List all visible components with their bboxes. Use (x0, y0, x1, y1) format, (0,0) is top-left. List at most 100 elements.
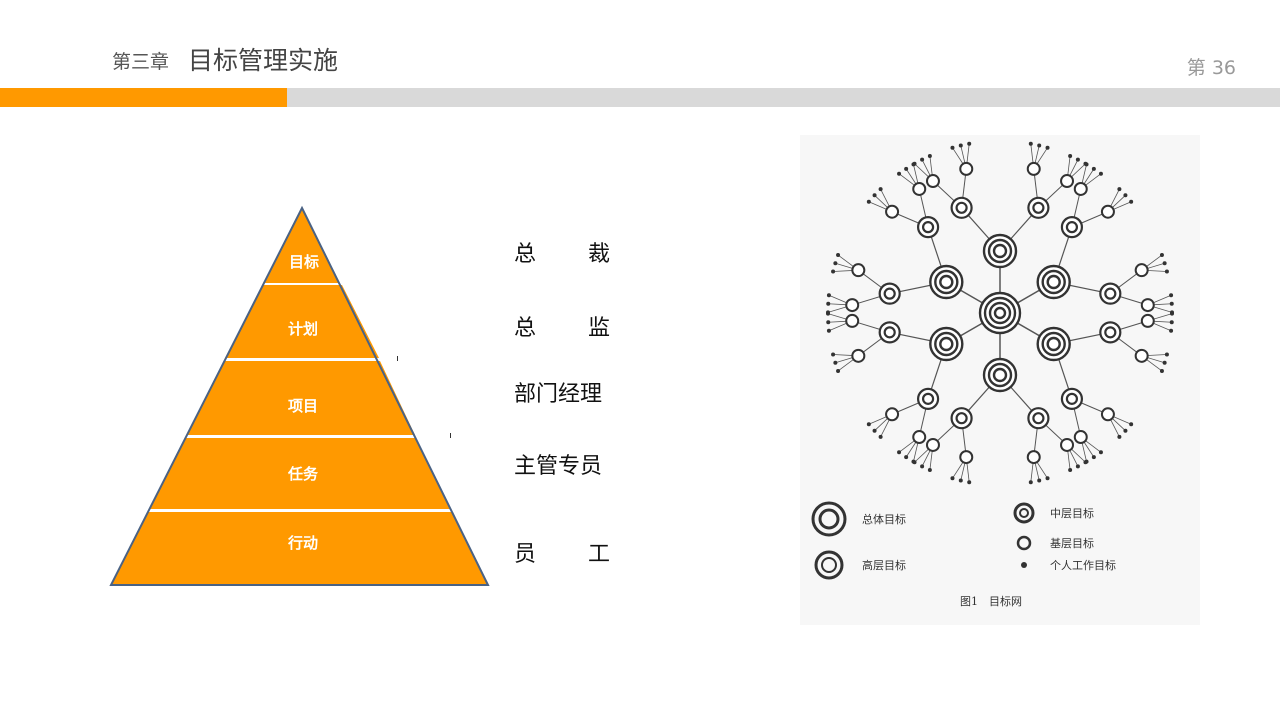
middle-goal-node (1032, 201, 1045, 214)
pyramid-level-3-shape (187, 361, 415, 435)
role-director: 总监 (514, 310, 610, 342)
legend-personal-icon (1021, 562, 1027, 568)
personal-goal-node (927, 153, 932, 158)
personal-goal-node (833, 360, 838, 365)
base-goal-node (1026, 161, 1041, 176)
personal-goal-node (1123, 428, 1128, 433)
middle-goal-node (1027, 407, 1050, 430)
base-goal-node (959, 161, 974, 176)
personal-goal-node (836, 253, 841, 258)
middle-goal-node (883, 287, 896, 300)
personal-goal-node (1028, 141, 1033, 146)
personal-goal-node (1169, 293, 1174, 298)
pyramid-tick (397, 356, 398, 361)
personal-goal-node (1162, 261, 1167, 266)
role-president: 总裁 (514, 236, 610, 268)
personal-goal-node (1075, 464, 1080, 469)
middle-goal-node (916, 216, 940, 239)
legend-total-icon (811, 501, 847, 537)
personal-goal-node (920, 464, 925, 469)
legend-high-icon-inner (821, 557, 837, 573)
legend-base: 基层目标 (1050, 536, 1094, 550)
personal-goal-node (1117, 187, 1122, 192)
base-goal-node (1060, 174, 1075, 189)
base-goal-node (925, 437, 940, 452)
high-goal-node (934, 331, 959, 357)
personal-goal-node (866, 199, 871, 204)
legend-base-icon (1016, 535, 1032, 551)
pyramid-level-2: 计划 (288, 320, 318, 338)
middle-goal-node (921, 221, 935, 234)
personal-goal-node (1164, 269, 1169, 274)
personal-goal-node (826, 293, 831, 298)
middle-goal-node (1099, 321, 1122, 344)
goal-network-diagram: 总体目标 高层目标 中层目标 基层目标 个人工作目标 图1 目标网 (800, 135, 1200, 625)
personal-goal-node (1091, 166, 1096, 171)
personal-goal-node (920, 157, 925, 162)
base-goal-node (1073, 181, 1088, 196)
high-goal-node (939, 336, 954, 352)
pyramid-level-2-shape (225, 285, 379, 358)
base-goal-node (1073, 430, 1088, 445)
legend-middle: 中层目标 (1050, 506, 1094, 520)
base-goal-node (912, 430, 927, 445)
base-goal-node (851, 348, 866, 363)
personal-goal-node (1159, 368, 1164, 373)
role-department-manager: 部门经理 (514, 376, 610, 408)
personal-goal-node (1129, 422, 1134, 427)
role-supervisor: 主管专员 (514, 448, 610, 480)
legend-personal: 个人工作目标 (1050, 558, 1116, 572)
middle-goal-node (1060, 216, 1084, 239)
middle-goal-node (1104, 326, 1117, 339)
page-number: 第 36 (1186, 57, 1236, 79)
legend-total: 总体目标 (862, 512, 906, 526)
legend-middle-icon-inner (1019, 508, 1029, 518)
personal-goal-node (950, 476, 955, 481)
base-goal-node (885, 407, 900, 422)
base-goal-node (1060, 437, 1075, 452)
pyramid-level-4: 任务 (287, 465, 319, 483)
personal-goal-node (967, 480, 972, 485)
base-goal-node (1026, 450, 1041, 465)
high-goal-node (934, 269, 959, 295)
high-goal-node (987, 238, 1013, 264)
middle-goal-node (1027, 196, 1050, 219)
role-char: 主管专员 (514, 454, 603, 479)
high-goal-node (992, 367, 1008, 383)
legend-high-icon (814, 550, 844, 580)
personal-goal-node (950, 145, 955, 150)
goal-network-figure: 总体目标 高层目标 中层目标 基层目标 个人工作目标 图1 目标网 (800, 135, 1200, 625)
high-goal-node (1046, 274, 1061, 290)
legend-high: 高层目标 (862, 558, 906, 572)
middle-goal-node (916, 387, 940, 410)
header-bar-accent (0, 88, 287, 107)
base-goal-node (1134, 263, 1149, 278)
personal-goal-node (826, 328, 831, 333)
personal-goal-node (958, 478, 963, 483)
personal-goal-node (1028, 480, 1033, 485)
total-goal-node (993, 306, 1007, 320)
personal-goal-node (1169, 311, 1174, 316)
role-char: 监 (587, 316, 610, 341)
high-goal-node (1041, 269, 1066, 295)
personal-goal-node (958, 143, 963, 148)
personal-goal-node (927, 468, 932, 473)
page-title: 目标管理实施 (188, 46, 339, 75)
high-goal-node (1046, 336, 1061, 352)
role-char: 工 (587, 542, 610, 567)
base-goal-node (1140, 313, 1155, 328)
figure-caption: 图1 目标网 (960, 594, 1022, 608)
high-goal-node (987, 362, 1013, 388)
middle-goal-node (878, 282, 901, 305)
pyramid-level-1-shape (265, 208, 339, 283)
personal-goal-node (1083, 460, 1088, 465)
personal-goal-node (826, 310, 831, 315)
personal-goal-node (1091, 455, 1096, 460)
personal-goal-node (1068, 468, 1073, 473)
personal-goal-node (1169, 301, 1174, 306)
base-goal-node (1140, 298, 1155, 313)
personal-goal-node (826, 301, 831, 306)
legend-total-icon-inner (818, 508, 840, 530)
base-goal-node (1134, 348, 1149, 363)
base-goal-node (925, 174, 940, 189)
